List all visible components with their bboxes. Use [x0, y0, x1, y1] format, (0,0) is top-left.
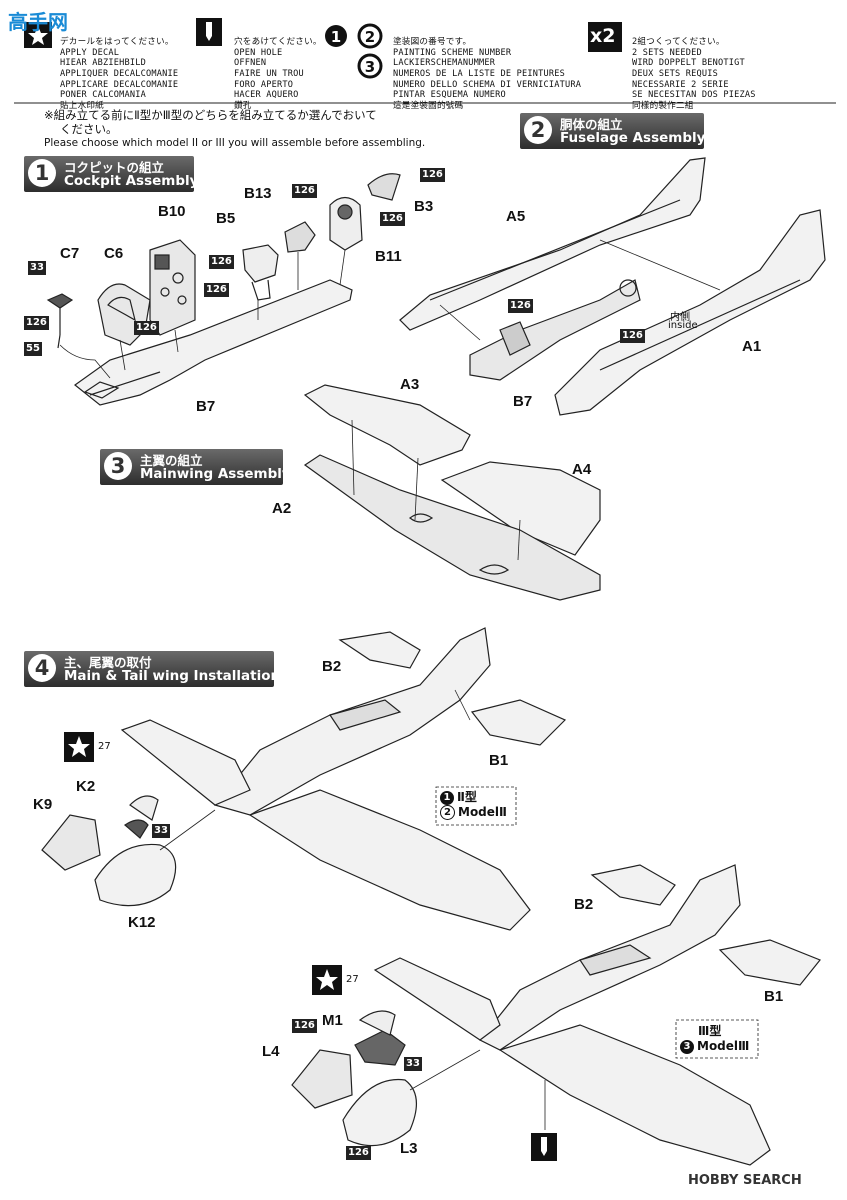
paint-code-badge: 126	[292, 184, 317, 198]
part-label: A3	[400, 376, 420, 393]
paint-code-badge: 126	[346, 1146, 371, 1160]
model-3-box	[675, 1019, 759, 1059]
part-label: C7	[60, 245, 80, 262]
part-label: L4	[262, 1043, 280, 1060]
decal-number: 27	[98, 741, 111, 752]
part-label: L3	[400, 1140, 418, 1157]
paint-code-badge: 126	[420, 168, 445, 182]
part-label: B2	[322, 658, 342, 675]
part-label: A4	[572, 461, 592, 478]
section-title-jp: 胴体の組立	[560, 117, 623, 132]
paint-code-badge: 126	[508, 299, 533, 313]
section-header-fuselage: 2 胴体の組立 Fuselage Assembly	[520, 113, 706, 149]
paint-code-badge: 126	[24, 316, 49, 330]
paint-code-badge: 33	[152, 824, 170, 838]
scheme-number: 1	[440, 790, 454, 805]
section-number: 1	[28, 159, 56, 187]
section-header-cockpit: 1 コクピットの組立 Cockpit Assembly	[24, 156, 198, 192]
part-label: B1	[764, 988, 784, 1005]
decal-marker-icon-2	[312, 965, 342, 995]
section-number: 2	[524, 116, 552, 144]
model-name-jp: Ⅲ型	[698, 1024, 722, 1038]
paint-code-badge: 126	[209, 255, 234, 269]
notice-line-2: ください。	[60, 122, 118, 136]
x2-label: x2	[590, 25, 616, 47]
section-header-mainwing: 3 主翼の組立 Mainwing Assembly	[100, 449, 291, 485]
inside-label-en: inside	[668, 320, 698, 331]
part-label: A5	[506, 208, 526, 225]
paint-code-badge: 126	[204, 283, 229, 297]
section-title-en: Main & Tail wing Installation	[64, 668, 281, 684]
part-label: K2	[76, 778, 96, 795]
watermark-top: 高手网	[8, 10, 68, 34]
model-3-aircraft-drawing	[291, 864, 821, 1166]
section-title-en: Cockpit Assembly	[64, 173, 199, 189]
section-title-en: Mainwing Assembly	[140, 466, 291, 482]
section-number: 3	[104, 452, 132, 480]
part-label: M1	[322, 1012, 343, 1029]
fuselage-parts-drawing	[399, 157, 826, 416]
scheme-number: 3	[680, 1039, 694, 1054]
part-label: B2	[574, 896, 594, 913]
decal-number: 27	[346, 974, 359, 985]
x2-icon	[588, 22, 622, 52]
mainwing-parts-drawing	[303, 384, 601, 601]
part-label: B13	[244, 185, 272, 202]
section-title-en: Fuselage Assembly	[560, 130, 706, 146]
decal-marker-icon	[64, 732, 94, 762]
section-header-installation: 4 主、尾翼の取付 Main & Tail wing Installation	[24, 651, 280, 687]
svg-text:1: 1	[331, 28, 341, 46]
svg-text:2: 2	[365, 28, 375, 46]
section-title-jp: 主、尾翼の取付	[64, 655, 152, 670]
model-name-en: ModelⅡ	[458, 805, 507, 819]
part-label: A2	[272, 500, 292, 517]
part-label: C6	[104, 245, 124, 262]
part-label: B5	[216, 210, 236, 227]
part-label: B1	[489, 752, 509, 769]
paint-code-badge: 126	[380, 212, 405, 226]
part-label: B10	[158, 203, 186, 220]
section-title-jp: コクピットの組立	[64, 160, 165, 175]
notice-line-1: ※組み立てる前にⅡ型かⅢ型のどちらを組み立てるか選んでおいて	[44, 108, 377, 122]
part-label: B11	[375, 248, 402, 265]
model-name-jp: Ⅱ型	[457, 790, 477, 804]
model-2-box	[435, 786, 517, 826]
hole-icon	[196, 18, 222, 46]
paint-code-badge: 33	[28, 261, 46, 275]
paint-code-badge: 55	[24, 342, 42, 356]
paint-code-badge: 126	[620, 329, 645, 343]
decal-icon	[24, 22, 52, 48]
part-label: B3	[414, 198, 434, 215]
svg-text:3: 3	[365, 58, 375, 76]
part-label: B7	[513, 393, 533, 410]
paint-scheme-icon: 1 2 3	[325, 23, 383, 79]
paint-code-badge: 126	[134, 321, 159, 335]
part-label: B7	[196, 398, 216, 415]
cockpit-parts-drawing	[46, 173, 401, 406]
hole-icon-step4	[531, 1133, 557, 1161]
section-number: 4	[28, 654, 56, 682]
model-name-en: ModelⅢ	[697, 1039, 750, 1053]
scheme-number: 2	[440, 805, 455, 820]
watermark-bottom: HOBBY SEARCH	[688, 1173, 802, 1188]
paint-code-badge: 33	[404, 1057, 422, 1071]
part-label: K9	[33, 796, 53, 813]
section-title-jp: 主翼の組立	[140, 453, 203, 468]
inside-label-jp: 内側	[670, 312, 690, 323]
part-label: A1	[742, 338, 762, 355]
notice-line-3: Please choose which model II or III you …	[44, 137, 426, 149]
model-2-aircraft-drawing	[41, 627, 567, 931]
paint-code-badge: 126	[292, 1019, 317, 1033]
part-label: K12	[128, 914, 156, 931]
